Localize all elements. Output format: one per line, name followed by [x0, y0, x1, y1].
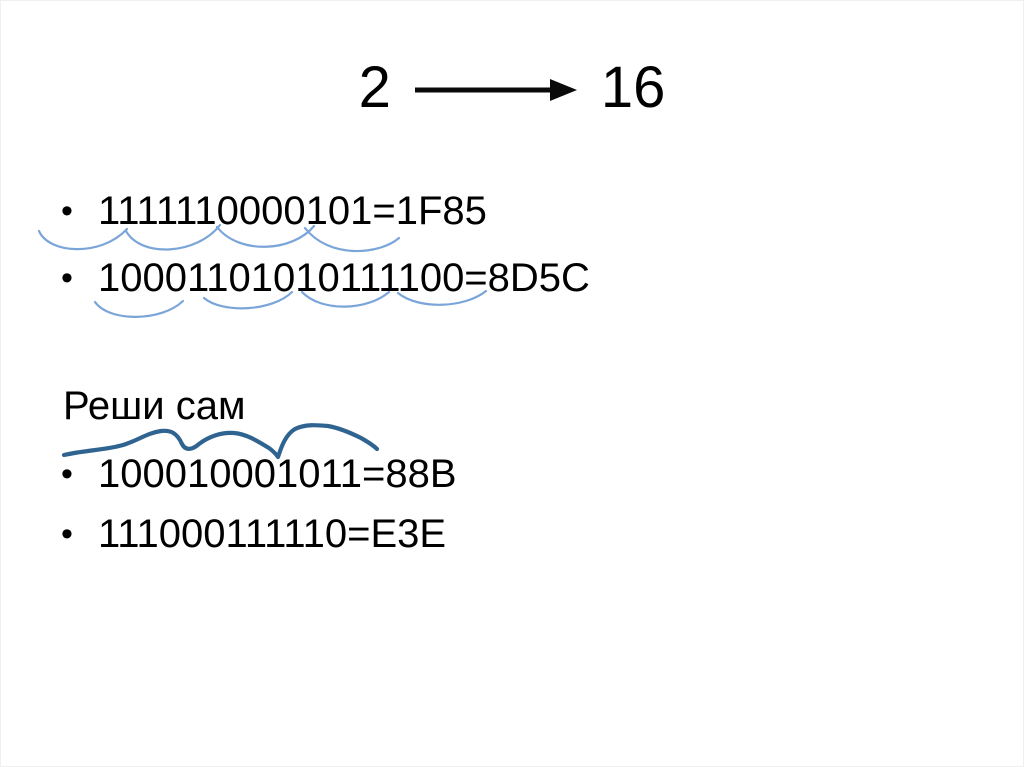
title-base-to: 16: [600, 55, 666, 120]
list-item-binary-3: • 100010001011=88B: [61, 454, 457, 494]
right-arrow-icon: [414, 78, 577, 101]
binary-conversion-2: 10001101010111100=8D5C: [98, 256, 590, 300]
list-item-binary-2: • 10001101010111100=8D5C: [61, 258, 590, 298]
title-base-from: 2: [358, 55, 391, 120]
bullet-marker: •: [61, 455, 73, 493]
slide-title: 2 16: [1, 53, 1023, 123]
bullet-marker: •: [61, 192, 73, 230]
binary-conversion-3: 100010001011=88B: [98, 452, 457, 496]
bullet-marker: •: [61, 515, 73, 553]
bullet-marker: •: [61, 259, 73, 297]
list-item-binary-4: • 111000111110=E3E: [61, 514, 446, 554]
subheading-solve-yourself: Реши сам: [63, 384, 246, 428]
binary-conversion-1: 1111110000101=1F85: [98, 189, 487, 233]
binary-conversion-4: 111000111110=E3E: [98, 512, 447, 556]
list-item-binary-1: • 1111110000101=1F85: [61, 191, 487, 231]
